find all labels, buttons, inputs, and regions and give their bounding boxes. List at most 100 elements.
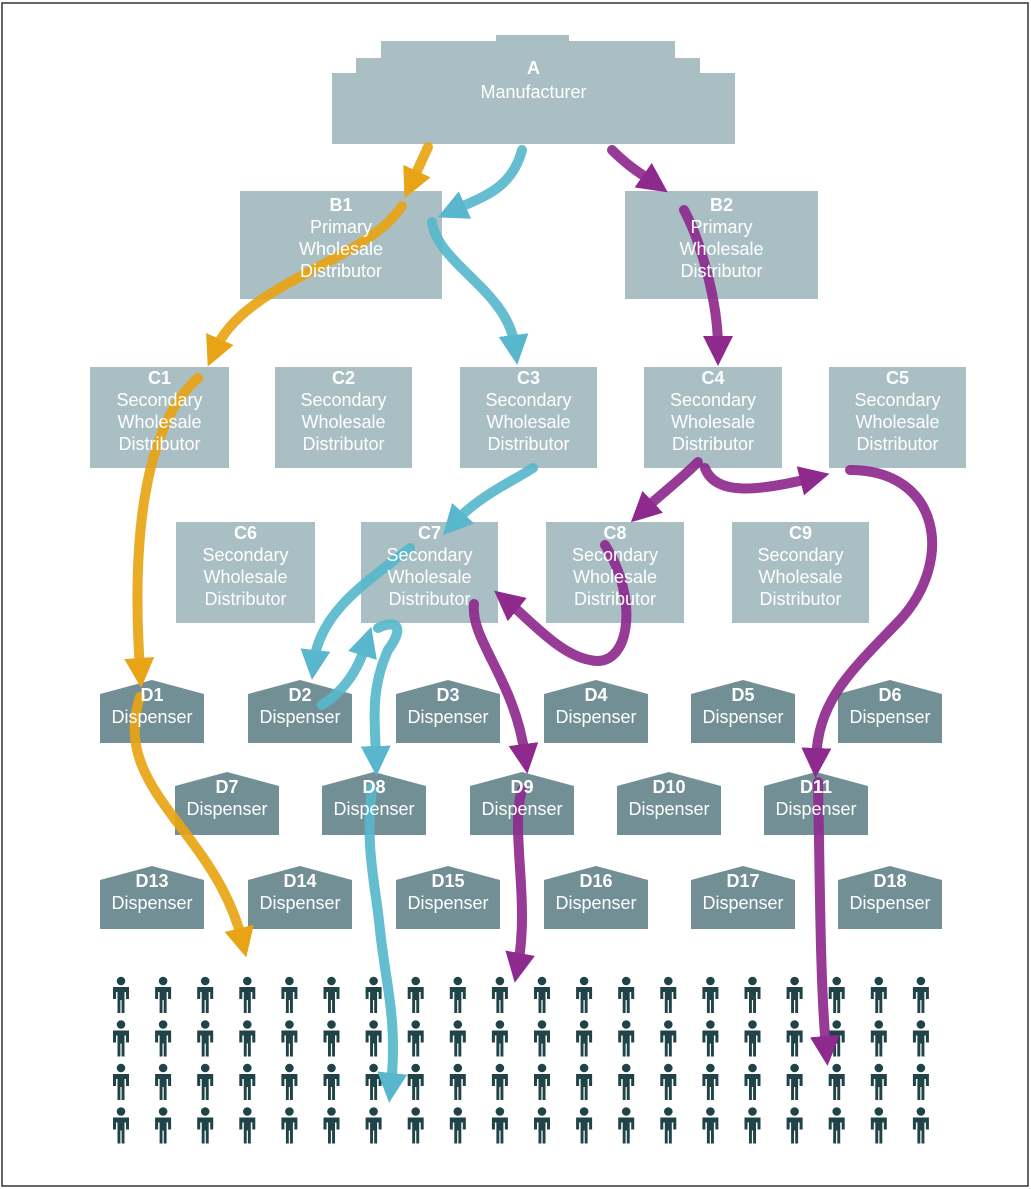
node-title: D13 bbox=[135, 871, 168, 891]
person-icon bbox=[576, 1020, 593, 1057]
node-role-text: Wholesale bbox=[573, 567, 657, 587]
node-A-shape bbox=[332, 35, 735, 144]
node-role-text: Dispenser bbox=[407, 893, 488, 913]
node-role-text: Wholesale bbox=[855, 412, 939, 432]
node-title: D16 bbox=[579, 871, 612, 891]
node-role-text: Dispenser bbox=[481, 799, 562, 819]
flow-arrow-blue-10 bbox=[364, 783, 408, 1103]
node-role-text: Secondary bbox=[386, 545, 472, 565]
flow-arrow-purple-11 bbox=[607, 145, 668, 193]
node-role-text: Wholesale bbox=[203, 567, 287, 587]
node-C4-box bbox=[644, 367, 782, 468]
node-role-text: Distributor bbox=[574, 589, 656, 609]
person-icon bbox=[323, 1020, 340, 1057]
person-icon bbox=[744, 1107, 761, 1144]
person-icon bbox=[113, 1020, 129, 1057]
node-role-text: Secondary bbox=[757, 545, 843, 565]
person-icon bbox=[702, 1063, 719, 1100]
flow-arrow-blue-8 bbox=[317, 626, 377, 710]
flow-arrow-blue-6 bbox=[442, 463, 538, 536]
flow-arrow-purple-17 bbox=[700, 463, 830, 496]
node-title: C1 bbox=[148, 368, 171, 388]
node-title: D4 bbox=[584, 685, 607, 705]
person-icon bbox=[155, 1107, 172, 1144]
node-title: D6 bbox=[878, 685, 901, 705]
flow-arrow-orange-2 bbox=[124, 373, 203, 688]
person-icon bbox=[870, 1107, 887, 1144]
flow-arrow-purple-19 bbox=[810, 777, 840, 1066]
person-icon bbox=[365, 1107, 382, 1144]
person-icon bbox=[113, 976, 129, 1013]
node-role-text: Dispenser bbox=[702, 707, 783, 727]
node-role-text: Secondary bbox=[670, 390, 756, 410]
node-D5-dispenser-shape bbox=[691, 680, 795, 743]
node-D2-dispenser-shape bbox=[248, 680, 352, 743]
person-icon bbox=[660, 1020, 677, 1057]
person-icon bbox=[618, 1107, 635, 1144]
node-role-text: Distributor bbox=[204, 589, 286, 609]
node-title: A bbox=[527, 58, 540, 78]
node-role-text: Wholesale bbox=[387, 567, 471, 587]
person-icon bbox=[912, 1107, 929, 1144]
person-icon bbox=[534, 976, 550, 1013]
node-role-text: Wholesale bbox=[117, 412, 201, 432]
patient-population bbox=[113, 976, 929, 1144]
person-icon bbox=[197, 1063, 214, 1100]
person-icon bbox=[197, 1107, 214, 1144]
node-role-text: Distributor bbox=[300, 261, 382, 281]
node-D14-dispenser-shape bbox=[248, 866, 352, 929]
person-icon bbox=[744, 1020, 761, 1057]
person-icon bbox=[618, 1063, 635, 1100]
person-icon bbox=[155, 1063, 172, 1100]
person-icon bbox=[197, 1020, 214, 1057]
node-role-text: Wholesale bbox=[486, 412, 570, 432]
node-title: C8 bbox=[603, 523, 626, 543]
node-title: D1 bbox=[140, 685, 163, 705]
node-title: D7 bbox=[215, 777, 238, 797]
node-role-text: Secondary bbox=[300, 390, 386, 410]
node-D3-dispenser-shape bbox=[396, 680, 500, 743]
node-role-text: Secondary bbox=[485, 390, 571, 410]
person-icon bbox=[281, 1063, 298, 1100]
person-icon bbox=[155, 976, 172, 1013]
person-icon bbox=[828, 1020, 845, 1057]
node-C9-box bbox=[732, 522, 869, 623]
flow-arrow-blue-7 bbox=[300, 543, 415, 680]
node-D1-dispenser-shape bbox=[100, 680, 204, 743]
node-title: B2 bbox=[710, 195, 733, 215]
person-icon bbox=[870, 1063, 887, 1100]
person-icon bbox=[912, 1063, 929, 1100]
node-D16-dispenser-shape bbox=[544, 866, 648, 929]
person-icon bbox=[239, 976, 256, 1013]
flow-arrow-purple-12 bbox=[679, 205, 733, 366]
node-role-text: Dispenser bbox=[555, 707, 636, 727]
node-role-text: Dispenser bbox=[259, 707, 340, 727]
node-role-text: Dispenser bbox=[111, 893, 192, 913]
person-icon bbox=[407, 976, 424, 1013]
node-title: D17 bbox=[726, 871, 759, 891]
person-icon bbox=[491, 976, 508, 1013]
node-title: D14 bbox=[283, 871, 316, 891]
node-D13-dispenser-shape bbox=[100, 866, 204, 929]
person-icon bbox=[449, 1063, 466, 1100]
person-icon bbox=[786, 1063, 803, 1100]
flow-arrow-purple-13 bbox=[630, 457, 703, 523]
node-role-text: Distributor bbox=[856, 434, 938, 454]
node-role-text: Dispenser bbox=[628, 799, 709, 819]
person-icon bbox=[239, 1107, 256, 1144]
